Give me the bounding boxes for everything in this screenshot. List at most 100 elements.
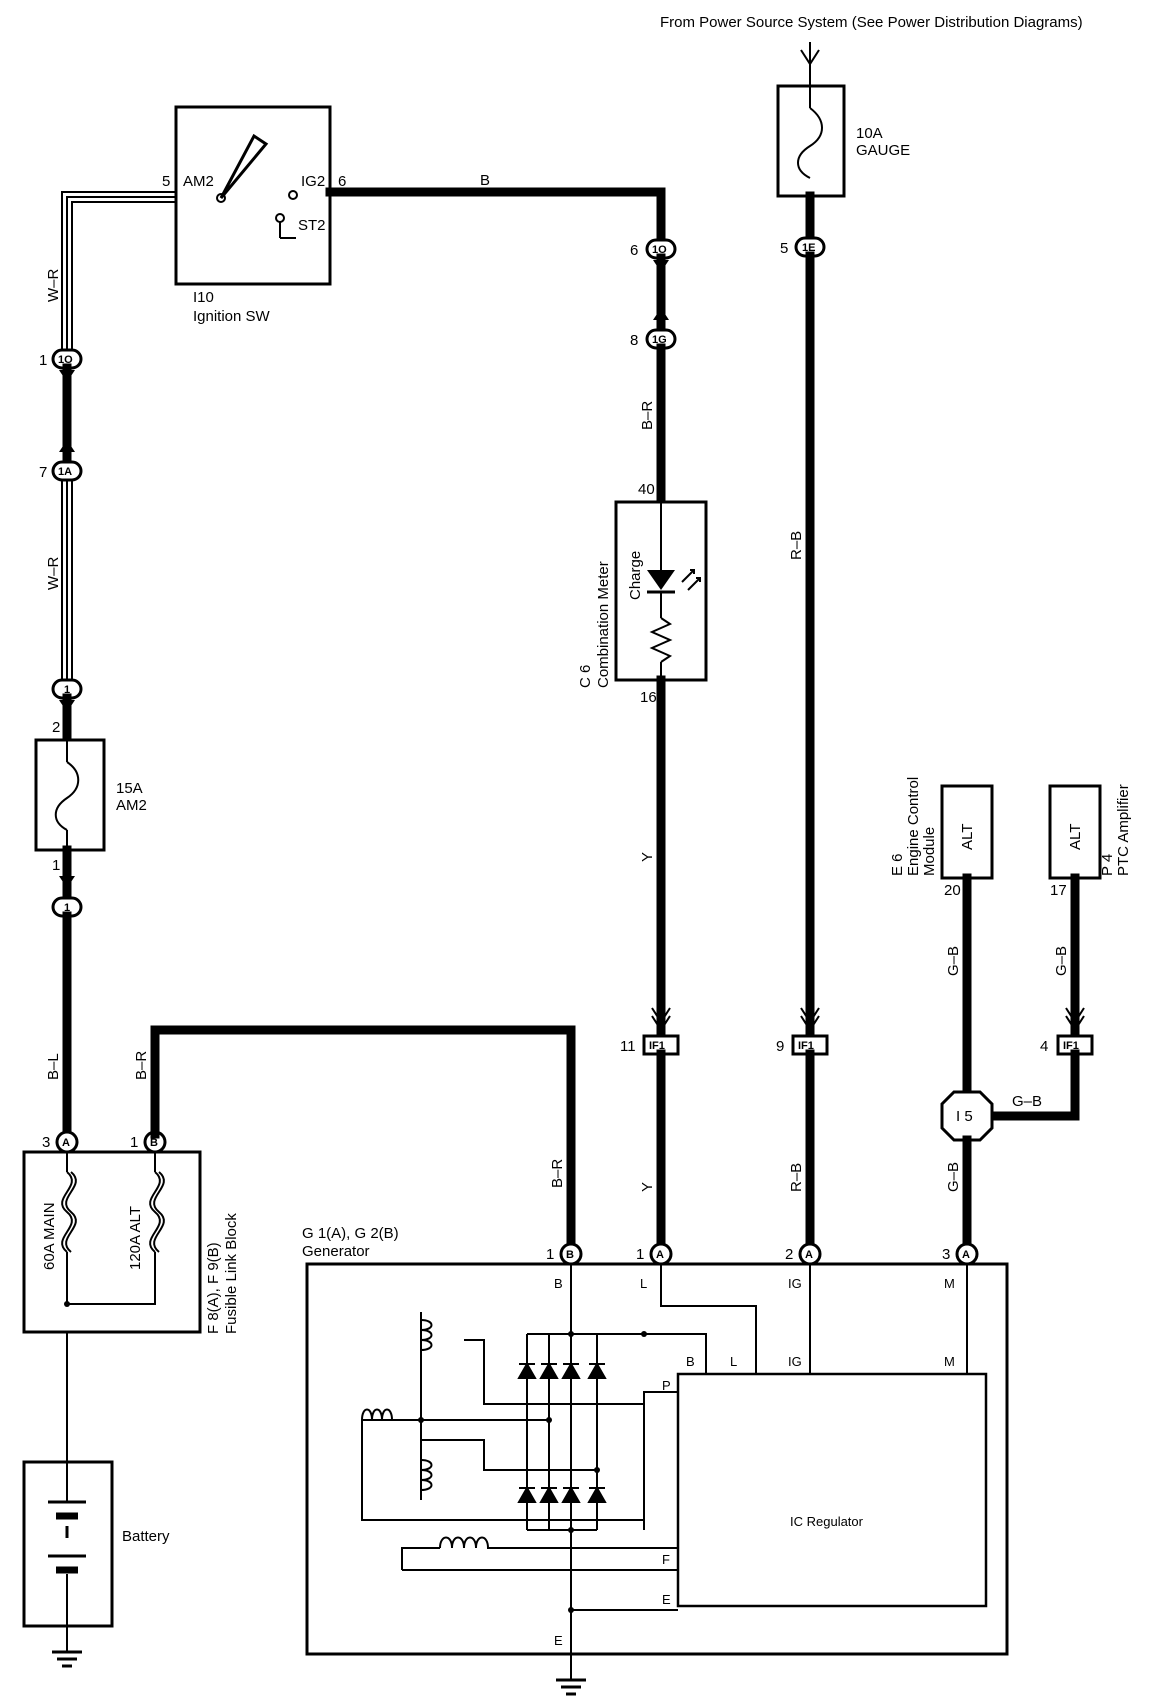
junction-i5-id: I 5 <box>956 1108 973 1125</box>
wire-label-wr-top: W–R <box>45 269 62 303</box>
junction-i5 <box>940 1090 994 1142</box>
connector-gen-l-id: A <box>656 1249 664 1261</box>
gen-terminal-m: M <box>944 1276 955 1291</box>
wire-label-y-gen: Y <box>639 1182 656 1192</box>
generator-name: Generator <box>302 1243 370 1260</box>
charge-lamp-label: Charge <box>627 551 644 600</box>
reg-terminal-e: E <box>662 1592 671 1607</box>
ignition-st2-label: ST2 <box>298 217 326 234</box>
meter-pin-bottom: 16 <box>640 689 657 706</box>
rotor-coil-icon <box>439 1536 500 1549</box>
fuse-gauge-amps: 10A <box>856 125 883 142</box>
reg-terminal-f: F <box>662 1552 670 1567</box>
gen-terminal-e: E <box>554 1633 563 1648</box>
power-source-header: From Power Source System (See Power Dist… <box>660 14 1083 31</box>
fuse-gauge-element-icon <box>797 107 823 179</box>
fuse-gauge-name: GAUGE <box>856 142 910 159</box>
connector-1a-id: 1A <box>58 466 72 478</box>
connector-fl-b-id: B <box>150 1137 158 1149</box>
wire-label-br-gen: B–R <box>549 1159 566 1188</box>
ecm-name-2: Module <box>921 827 938 876</box>
ptc-code: P 4 <box>1099 854 1116 876</box>
ignition-code: I10 <box>193 289 214 306</box>
reg-terminal-ig: IG <box>788 1354 802 1369</box>
wire-label-br-meter: B–R <box>639 401 656 430</box>
ic-regulator <box>676 1372 988 1608</box>
wire-label-rb-gen: R–B <box>788 1163 805 1192</box>
ignition-name: Ignition SW <box>193 308 271 325</box>
connector-1o-right-pin: 6 <box>630 242 638 259</box>
ignition-pin-am2: 5 <box>162 173 170 190</box>
charge-lamp-light-icon <box>681 569 701 591</box>
connector-if1-gb-pin: 4 <box>1040 1038 1048 1055</box>
wire-label-gb-gen: G–B <box>945 1162 962 1192</box>
gen-terminal-ig: IG <box>788 1276 802 1291</box>
fuse-am2-name: AM2 <box>116 797 147 814</box>
connector-1g-id: 1G <box>652 334 667 346</box>
charge-lamp-resistor-icon <box>649 617 673 663</box>
fuse-am2-top-pin: 2 <box>52 719 60 736</box>
ignition-pin-ig2: 6 <box>338 173 346 190</box>
ic-regulator-label: IC Regulator <box>790 1514 864 1529</box>
connector-if1-rb-pin: 9 <box>776 1038 784 1055</box>
connector-gen-ig-id: A <box>805 1249 813 1261</box>
wire-label-rb-top: R–B <box>788 531 805 560</box>
connector-gen-l-pin: 1 <box>636 1246 644 1263</box>
connector-if1-gb-id: IF1 <box>1063 1040 1079 1052</box>
fusible-link-block <box>22 1150 202 1334</box>
connector-1g-pin: 8 <box>630 332 638 349</box>
battery-cell-icon <box>48 1500 86 1574</box>
stator-coil-icon <box>361 1319 433 1491</box>
reg-terminal-l: L <box>730 1354 737 1369</box>
reg-terminal-m: M <box>944 1354 955 1369</box>
gen-terminal-l: L <box>640 1276 647 1291</box>
wire-label-gb-ecm: G–B <box>945 946 962 976</box>
wire-br-alt <box>150 1025 576 1257</box>
meter-code: C 6 <box>577 665 594 688</box>
meter-pin-top: 40 <box>638 481 655 498</box>
ptc-pin: 17 <box>1050 882 1067 899</box>
connector-1o-left-id: 1O <box>58 354 73 366</box>
generator-internal-wiring <box>361 1264 968 1680</box>
ecm-terminal: ALT <box>959 824 976 850</box>
reg-terminal-b: B <box>686 1354 695 1369</box>
battery-label: Battery <box>122 1528 170 1545</box>
ptc-amplifier-box <box>1048 784 1102 880</box>
connector-gen-ig-pin: 2 <box>785 1246 793 1263</box>
wire-label-wr-mid: W–R <box>45 557 62 591</box>
connector-if1-y-pin: 11 <box>620 1038 636 1055</box>
wire-label-gb-joint: G–B <box>1012 1093 1042 1110</box>
connector-gen-m-pin: 3 <box>942 1246 950 1263</box>
ecm-code: E 6 <box>889 853 906 876</box>
ignition-ig2-label: IG2 <box>301 173 325 190</box>
fuse-am2-bottom-pin: 1 <box>52 857 60 874</box>
ecm-pin: 20 <box>944 882 961 899</box>
connector-1-lower-id: 1 <box>64 902 70 914</box>
connector-1o-left-pin: 1 <box>39 352 47 369</box>
ignition-switch <box>174 105 332 286</box>
power-source-arrow-icon <box>800 49 820 66</box>
connector-gen-b-id: B <box>566 1249 574 1261</box>
fusible-link-code: F 8(A), F 9(B) <box>205 1242 222 1334</box>
ptc-name: PTC Amplifier <box>1115 784 1132 876</box>
fuse-main-label: 60A MAIN <box>41 1202 58 1270</box>
wire-label-br-left: B–R <box>133 1051 150 1080</box>
charge-lamp-led-icon <box>647 570 675 590</box>
connector-1e-pin: 5 <box>780 240 788 257</box>
ptc-terminal: ALT <box>1067 824 1084 850</box>
fuse-am2-element-icon <box>54 761 80 831</box>
ignition-switch-blade-icon <box>219 133 269 199</box>
fusible-link-name: Fusible Link Block <box>223 1213 240 1334</box>
connector-if1-rb-id: IF1 <box>798 1040 814 1052</box>
gen-terminal-b: B <box>554 1276 563 1291</box>
fuse-alt-label: 120A ALT <box>127 1206 144 1270</box>
fuse-am2 <box>34 738 106 852</box>
connector-fl-a-pin: 3 <box>42 1134 50 1151</box>
wire-label-gb-ptc: G–B <box>1053 946 1070 976</box>
wire-wr-upper <box>61 191 176 356</box>
wire-label-y-top: Y <box>639 852 656 862</box>
generator-ground-icon <box>556 1678 586 1696</box>
reg-terminal-p: P <box>662 1378 671 1393</box>
connector-1a-pin: 7 <box>39 464 47 481</box>
fuse-main-element-icon <box>61 1171 77 1253</box>
